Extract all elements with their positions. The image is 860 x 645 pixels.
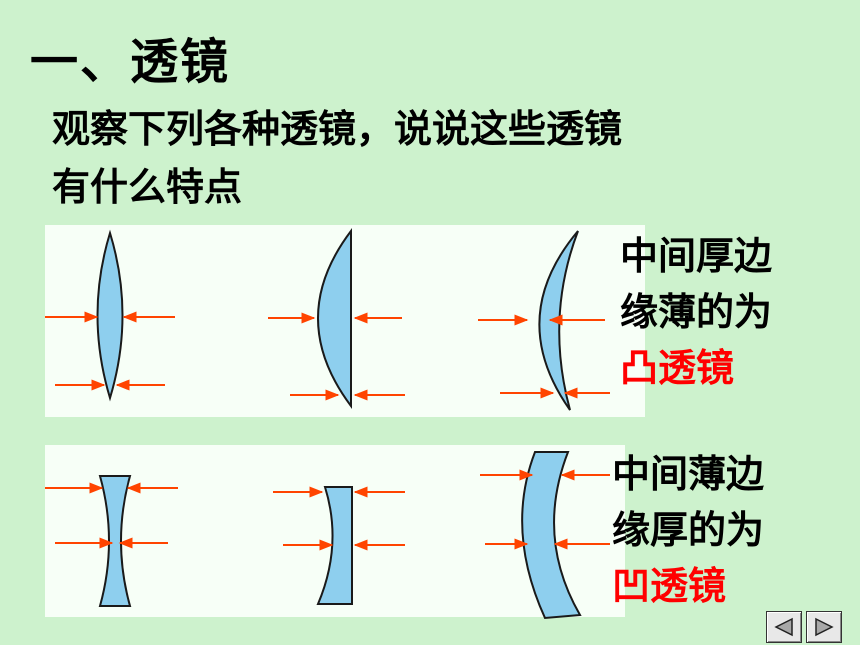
page-title: 一、透镜 [30, 34, 231, 90]
question-line-1: 观察下列各种透镜，说说这些透镜 [52, 107, 623, 151]
previous-slide-button[interactable] [766, 611, 802, 643]
biconcave-lens [45, 475, 178, 607]
triangle-right-icon [815, 617, 834, 637]
concave-lens-description: 中间薄边 缘厚的为 凹透镜 [612, 446, 764, 614]
meniscus-concave-lens [480, 451, 610, 620]
convex-desc-line-2: 缘薄的为 [620, 290, 773, 334]
plano-convex-lens [268, 228, 405, 410]
biconvex-lens [45, 229, 175, 402]
convex-lens-name: 凸透镜 [620, 346, 735, 390]
convex-desc-line-1: 中间厚边 [620, 234, 773, 278]
meniscus-convex-lens [478, 230, 610, 411]
triangle-left-icon [774, 617, 793, 637]
concave-desc-line-1: 中间薄边 [612, 452, 765, 496]
plano-concave-lens [273, 486, 405, 605]
convex-lens-description: 中间厚边 缘薄的为 凸透镜 [620, 228, 772, 396]
question-text: 观察下列各种透镜，说说这些透镜 有什么特点 [52, 100, 812, 216]
concave-lens-name: 凹透镜 [612, 564, 727, 608]
question-line-2: 有什么特点 [52, 165, 243, 209]
concave-desc-line-2: 缘厚的为 [612, 508, 765, 552]
next-slide-button[interactable] [806, 611, 842, 643]
